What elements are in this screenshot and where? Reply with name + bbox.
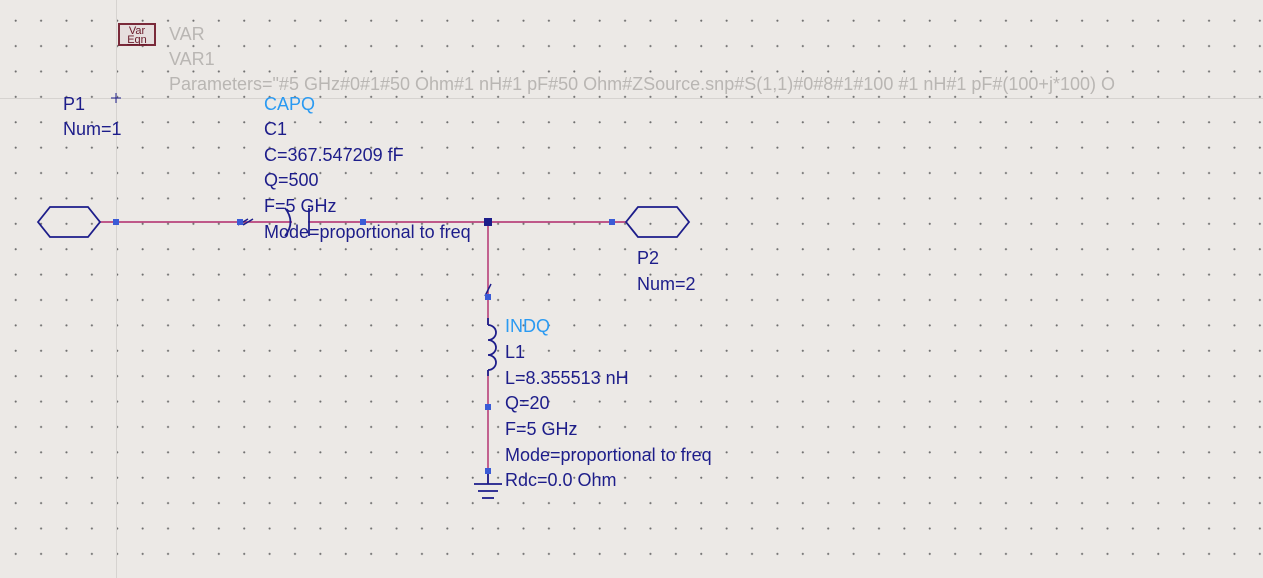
- capacitor-name-label: C1: [264, 119, 288, 139]
- var-type-label: VAR: [169, 24, 205, 44]
- inductor-f-value: F=5 GHz: [505, 419, 578, 439]
- inductor-mode-value: Mode=proportional to freq: [505, 445, 712, 465]
- port-p1-symbol[interactable]: [36, 206, 102, 238]
- inductor-q-value: Q=20: [505, 393, 550, 413]
- capacitor-mode-value: Mode=proportional to freq: [264, 222, 471, 242]
- pin-p1: [113, 219, 119, 225]
- capacitor-c-value: C=367.547209 fF: [264, 145, 404, 165]
- node-junction: [484, 218, 492, 226]
- pin-l1-bottom: [485, 404, 491, 410]
- var-icon-line1: Var: [128, 25, 146, 37]
- pin-c1-left: [237, 219, 243, 225]
- inductor-rdc-value: Rdc=0.0 Ohm: [505, 470, 617, 490]
- inductor-l-value: L=8.355513 nH: [505, 368, 629, 388]
- inductor-name-label: L1: [505, 342, 526, 362]
- port-p2-name: P2: [637, 248, 660, 268]
- capacitor-q-value: Q=500: [264, 170, 319, 190]
- origin-line-vertical: [116, 0, 117, 578]
- pin-l1-top: [485, 294, 491, 300]
- pin-ground: [485, 468, 491, 474]
- pins: [113, 218, 615, 474]
- var-eqn-icon[interactable]: Var Eqn: [118, 23, 156, 46]
- pin-p2: [609, 219, 615, 225]
- var-icon-line2: Eqn: [127, 34, 147, 46]
- port-p2-num: Num=2: [637, 274, 696, 294]
- port-p2-symbol[interactable]: [624, 206, 691, 238]
- pin-c1-right: [360, 219, 366, 225]
- origin-line-horizontal: [0, 98, 1263, 99]
- capacitor-type-label: CAPQ: [264, 94, 316, 114]
- port-p1-name: P1: [63, 94, 86, 114]
- capacitor-f-value: F=5 GHz: [264, 196, 337, 216]
- port-p1-num: Num=1: [63, 119, 122, 139]
- origin-marker: [111, 93, 121, 103]
- var-parameters-label: Parameters="#5 GHz#0#1#50 Ohm#1 nH#1 pF#…: [169, 74, 1115, 94]
- var-name-label: VAR1: [169, 49, 215, 69]
- ground-symbol[interactable]: [474, 474, 502, 499]
- inductor-type-label: INDQ: [505, 316, 550, 336]
